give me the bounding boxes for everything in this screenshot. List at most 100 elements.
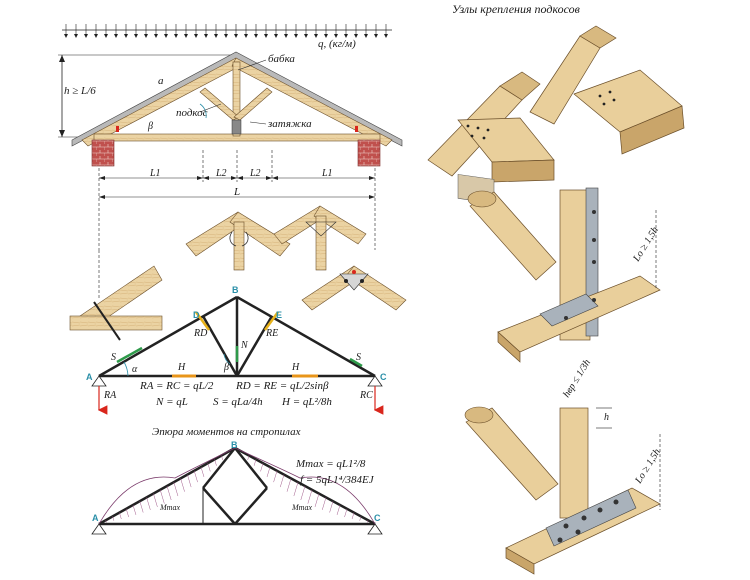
load-arrowhead bbox=[264, 34, 268, 38]
leader-lines bbox=[199, 59, 267, 125]
force-diagram bbox=[91, 295, 384, 415]
node-e: E bbox=[276, 310, 282, 320]
node-b: B bbox=[232, 285, 239, 295]
load-arrowhead bbox=[144, 34, 148, 38]
moment-hatch-line bbox=[153, 493, 158, 507]
roof-truss bbox=[71, 51, 403, 167]
moment-formula-1: Mmax = qL1²/8 bbox=[295, 458, 366, 470]
load-arrowhead bbox=[254, 34, 258, 38]
force-ra: RA bbox=[103, 390, 117, 401]
moment-hatch-line bbox=[344, 508, 348, 518]
mmax-left: Mmax bbox=[159, 503, 180, 512]
load-arrowhead bbox=[364, 34, 368, 38]
load-arrowhead bbox=[184, 34, 188, 38]
moment-hatch-line bbox=[286, 478, 292, 492]
formula-n: N = qL bbox=[155, 396, 188, 408]
height-label: h ≥ L/6 bbox=[64, 85, 96, 97]
load-arrowhead bbox=[204, 34, 208, 38]
formula-ra: RA = RC = qL/2 bbox=[139, 380, 214, 392]
load-arrowhead bbox=[114, 34, 118, 38]
load-arrowhead bbox=[64, 34, 68, 38]
angle-beta: β bbox=[223, 362, 229, 373]
babka-label: бабка bbox=[268, 53, 295, 65]
span-dimensions bbox=[98, 150, 376, 250]
load-arrowhead bbox=[284, 34, 288, 38]
load-arrowhead bbox=[194, 34, 198, 38]
node-d: D bbox=[193, 310, 200, 320]
load-arrowhead bbox=[274, 34, 278, 38]
joint-illustration-1 bbox=[427, 71, 555, 204]
dim-l1-right: L1 bbox=[321, 168, 333, 179]
moment-hatch-line bbox=[112, 516, 115, 521]
dim-l2-left: L2 bbox=[215, 168, 227, 179]
moment-hatch-line bbox=[166, 485, 172, 501]
moment-hatch-line bbox=[336, 504, 341, 515]
moment-hatch-line bbox=[307, 489, 313, 504]
moment-hatch-line bbox=[200, 466, 205, 477]
load-label: q, (кг/м) bbox=[318, 38, 356, 50]
force-re: RE bbox=[265, 328, 278, 339]
zatyazhka-label: затяжка bbox=[267, 118, 312, 130]
force-rd: RD bbox=[193, 328, 208, 339]
moment-hatch-line bbox=[266, 466, 271, 477]
moment-hatch-line bbox=[260, 463, 264, 472]
load-arrowhead bbox=[344, 34, 348, 38]
load-arrowhead bbox=[74, 34, 78, 38]
load-arrowhead bbox=[164, 34, 168, 38]
moment-hatch-line bbox=[247, 455, 250, 460]
moment-hatch-line bbox=[159, 489, 165, 504]
load-arrowhead bbox=[354, 34, 358, 38]
moment-hatch-line bbox=[300, 485, 306, 501]
moment-title: Эпюра моментов на стропилах bbox=[152, 426, 301, 438]
moment-formula-2: f = 5qL1⁴/384EJ bbox=[300, 474, 375, 486]
node-c: C bbox=[380, 372, 387, 382]
force-s-left: S bbox=[111, 352, 116, 363]
load-arrowhead bbox=[244, 34, 248, 38]
moment-hatch-line bbox=[125, 508, 129, 518]
load-arrowhead bbox=[224, 34, 228, 38]
moment-hatch-line bbox=[280, 474, 285, 488]
ridge-joint-detail-2 bbox=[273, 205, 367, 271]
moment-hatch-line bbox=[187, 474, 192, 488]
moment-hatch-line bbox=[221, 455, 223, 460]
moment-hatch-line bbox=[214, 459, 217, 466]
load-arrowhead bbox=[154, 34, 158, 38]
moment-node-c: C bbox=[374, 513, 381, 523]
moment-hatch-line bbox=[367, 520, 369, 523]
load-arrowhead bbox=[214, 34, 218, 38]
moment-node-a: A bbox=[92, 513, 99, 523]
podkos-label: подкос bbox=[176, 107, 208, 119]
moment-hatch-line bbox=[119, 512, 122, 520]
moment-hatch-line bbox=[329, 501, 334, 513]
load-arrowhead bbox=[234, 34, 238, 38]
dim-l1-left: L1 bbox=[149, 168, 161, 179]
load-arrowhead bbox=[334, 34, 338, 38]
force-n: N bbox=[240, 340, 249, 351]
force-h-right: H bbox=[291, 362, 300, 373]
load-arrowhead bbox=[94, 34, 98, 38]
moment-hatch-line bbox=[146, 497, 151, 510]
load-arrowhead bbox=[294, 34, 298, 38]
joint-illustration-3 bbox=[467, 187, 661, 363]
moment-hatch-line bbox=[139, 501, 144, 513]
hvr-label: hвр ≤ 1/3h bbox=[561, 358, 593, 400]
moment-node-b: B bbox=[231, 440, 238, 450]
rafter-length-label: a bbox=[158, 75, 164, 87]
load-arrowhead bbox=[84, 34, 88, 38]
moment-hatch-line bbox=[193, 470, 198, 483]
mmax-right: Mmax bbox=[291, 503, 312, 512]
moment-hatch-line bbox=[351, 512, 355, 520]
beta-label: β bbox=[147, 121, 153, 132]
load-arrowhead bbox=[304, 34, 308, 38]
load-arrowhead bbox=[174, 34, 178, 38]
moment-hatch-line bbox=[359, 516, 362, 521]
joint-illustration-4 bbox=[464, 406, 661, 575]
moment-hatch-line bbox=[180, 478, 185, 492]
load-arrowhead bbox=[324, 34, 328, 38]
ridge-joint-detail-1 bbox=[185, 211, 291, 271]
lo-label-1: Lo ≥ 1,5h bbox=[631, 225, 661, 264]
dim-l-total: L bbox=[233, 186, 240, 198]
load-arrows bbox=[62, 24, 392, 38]
moment-diagram bbox=[91, 446, 383, 535]
